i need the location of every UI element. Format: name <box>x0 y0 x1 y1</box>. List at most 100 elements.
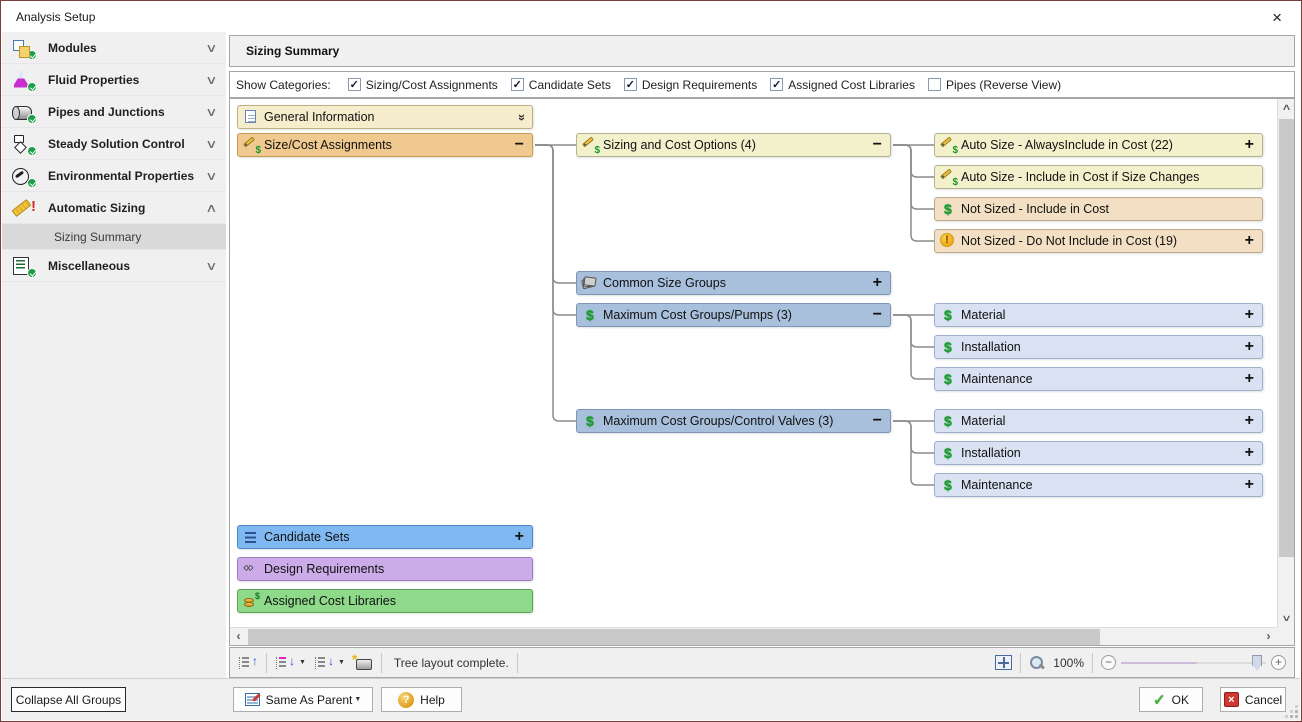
category-checkbox-4[interactable]: Pipes (Reverse View) <box>927 78 1061 92</box>
caret-down-icon[interactable]: ▼ <box>354 696 362 703</box>
tree-node-auto-size-always[interactable]: $Auto Size - AlwaysInclude in Cost (22)+ <box>934 133 1263 157</box>
plus-expander-icon[interactable]: + <box>1244 136 1254 153</box>
scroll-right-icon[interactable]: › <box>1266 629 1271 643</box>
tree-node-max-cost-pumps[interactable]: $Maximum Cost Groups/Pumps (3)− <box>576 303 891 327</box>
chevron-down-icon[interactable]: ∨ <box>205 136 218 151</box>
tree-node-pumps-maintenance[interactable]: $Maintenance+ <box>934 367 1263 391</box>
check-badge-icon <box>27 267 37 278</box>
sidebar-item-environmental-properties[interactable]: Environmental Properties ∨ <box>2 160 226 192</box>
tree-node-not-sized-exclude[interactable]: !Not Sized - Do Not Include in Cost (19)… <box>934 229 1263 253</box>
collapse-all-groups-button[interactable]: Collapse All Groups <box>11 687 126 712</box>
tree-layout-icon[interactable]: ↑ <box>238 654 258 672</box>
expand-tree-icon[interactable]: ↓ <box>275 654 295 672</box>
checkbox-checked-icon[interactable]: ✓ <box>623 78 637 91</box>
tree-node-label: Maximum Cost Groups/Pumps (3) <box>603 308 792 322</box>
checkbox-checked-icon[interactable]: ✓ <box>770 78 784 91</box>
category-checkbox-2[interactable]: ✓ Design Requirements <box>623 77 758 92</box>
zoom-out-icon[interactable]: − <box>1101 654 1116 670</box>
checkbox-unchecked-icon[interactable] <box>927 78 941 91</box>
vertical-scrollbar[interactable]: ∧ ∨ <box>1277 99 1294 627</box>
resize-grip[interactable] <box>1286 706 1298 718</box>
tree-node-common-size-groups[interactable]: Common Size Groups + <box>576 271 891 295</box>
plus-expander-icon[interactable]: + <box>1244 412 1254 429</box>
tree-node-label: Installation <box>961 446 1021 460</box>
pencil-dollar-icon: $ <box>243 136 261 156</box>
zoom-in-icon[interactable]: + <box>1271 654 1286 670</box>
chevron-up-icon[interactable]: ∧ <box>205 200 218 215</box>
ok-button[interactable]: ✓ OK <box>1139 687 1203 712</box>
chevron-down-icon[interactable]: ∨ <box>205 72 218 87</box>
chevron-down-icon[interactable]: ∨ <box>205 104 218 119</box>
zoom-slider-handle[interactable] <box>1252 654 1263 671</box>
sidebar-item-fluid-properties[interactable]: Fluid Properties ∨ <box>2 64 226 96</box>
close-icon[interactable]: × <box>1272 7 1282 27</box>
cancel-button[interactable]: × Cancel <box>1220 687 1286 712</box>
category-checkbox-0[interactable]: ✓Sizing/Cost Assignments <box>347 78 498 92</box>
tree-node-cv-maintenance[interactable]: $Maintenance+ <box>934 473 1263 497</box>
plus-expander-icon[interactable]: + <box>1244 338 1254 355</box>
tree-node-cv-material[interactable]: $Material+ <box>934 409 1263 433</box>
category-checkbox-1[interactable]: ✓Candidate Sets <box>510 78 611 92</box>
zoom-magnifier-icon[interactable] <box>1029 655 1045 671</box>
caret-down-icon[interactable]: ▼ <box>337 659 345 666</box>
tree-node-label: Auto Size - AlwaysInclude in Cost (22) <box>961 138 1173 152</box>
tree-node-sizing-cost-options[interactable]: $Sizing and Cost Options (4)− <box>576 133 891 157</box>
category-label: Design Requirements <box>641 77 758 92</box>
tree-node-candidate-sets[interactable]: Candidate Sets+ <box>237 525 533 549</box>
tree-node-cv-installation[interactable]: $ Installation + <box>934 441 1263 465</box>
sidebar-item-automatic-sizing[interactable]: ! Automatic Sizing ∧ <box>2 192 226 224</box>
minus-expander-icon[interactable]: − <box>872 136 882 153</box>
dollar-icon: $ <box>944 445 952 461</box>
plus-expander-icon[interactable]: + <box>1244 306 1254 323</box>
sidebar-item-pipes-junctions[interactable]: Pipes and Junctions ∨ <box>2 96 226 128</box>
x-icon: × <box>1223 692 1239 707</box>
tree-bars-icon <box>276 656 286 669</box>
horizontal-scrollbar-thumb[interactable] <box>248 629 1100 645</box>
tree-node-assigned-cost-libraries[interactable]: $Assigned Cost Libraries <box>237 589 533 613</box>
toolbar-separator <box>380 652 382 673</box>
zoom-slider-track[interactable] <box>1121 661 1266 664</box>
plus-expander-icon[interactable]: + <box>1244 232 1254 249</box>
plus-expander-icon[interactable]: + <box>1244 370 1254 387</box>
caret-down-icon[interactable]: ▼ <box>299 659 306 666</box>
minus-expander-icon[interactable]: − <box>872 306 882 323</box>
sidebar-item-steady-solution-control[interactable]: Steady Solution Control ∨ <box>2 128 226 160</box>
plus-expander-icon[interactable]: + <box>514 528 524 545</box>
plus-expander-icon[interactable]: + <box>1244 476 1254 493</box>
plus-expander-icon[interactable]: + <box>872 274 882 291</box>
sidebar-item-modules[interactable]: Modules ∨ <box>2 32 226 64</box>
fit-to-window-icon[interactable] <box>995 655 1013 670</box>
checkbox-checked-icon[interactable]: ✓ <box>347 78 361 91</box>
help-button[interactable]: ? Help <box>381 687 462 712</box>
tree-node-max-cost-control-valves[interactable]: $Maximum Cost Groups/Control Valves (3)− <box>576 409 891 433</box>
print-layout-icon[interactable]: * <box>352 651 373 672</box>
tree-node-not-sized-include[interactable]: $Not Sized - Include in Cost <box>934 197 1263 221</box>
minus-expander-icon[interactable]: − <box>514 136 524 153</box>
chevron-down-icon[interactable]: ∨ <box>205 168 218 183</box>
sidebar-item-sizing-summary[interactable]: Sizing Summary <box>2 224 226 250</box>
scroll-left-icon[interactable]: ‹ <box>236 629 241 643</box>
tree-node-design-requirements[interactable]: ‹x›Design Requirements <box>237 557 533 581</box>
category-checkbox-3[interactable]: ✓Assigned Cost Libraries <box>770 78 915 92</box>
chevron-down-icon[interactable]: ∨ <box>205 40 218 55</box>
tree-node-size-cost-assignments[interactable]: $Size/Cost Assignments− <box>237 133 533 157</box>
checkbox-checked-icon[interactable]: ✓ <box>510 78 524 91</box>
same-as-parent-button[interactable]: Same As Parent ▼ <box>233 687 373 712</box>
collapse-double-expander-icon[interactable]: « <box>512 113 528 121</box>
vertical-scrollbar-thumb[interactable] <box>1279 119 1294 557</box>
tree-node-label: Maintenance <box>961 372 1033 386</box>
scroll-down-icon[interactable]: ∨ <box>1281 613 1292 623</box>
collapse-tree-icon[interactable]: ↓ <box>314 654 334 672</box>
tree-node-general-information[interactable]: General Information« <box>237 105 533 129</box>
zoom-slider[interactable]: − + <box>1101 653 1286 673</box>
tree-node-label: Common Size Groups <box>603 276 726 290</box>
minus-expander-icon[interactable]: − <box>872 412 882 429</box>
chevron-down-icon[interactable]: ∨ <box>205 258 218 273</box>
horizontal-scrollbar[interactable]: ‹ › <box>230 627 1277 645</box>
scroll-up-icon[interactable]: ∧ <box>1281 102 1292 112</box>
tree-node-auto-size-if-changes[interactable]: $Auto Size - Include in Cost if Size Cha… <box>934 165 1263 189</box>
plus-expander-icon[interactable]: + <box>1244 444 1254 461</box>
tree-node-pumps-installation[interactable]: $Installation+ <box>934 335 1263 359</box>
tree-node-pumps-material[interactable]: $Material+ <box>934 303 1263 327</box>
sidebar-item-miscellaneous[interactable]: Miscellaneous ∨ <box>2 250 226 282</box>
